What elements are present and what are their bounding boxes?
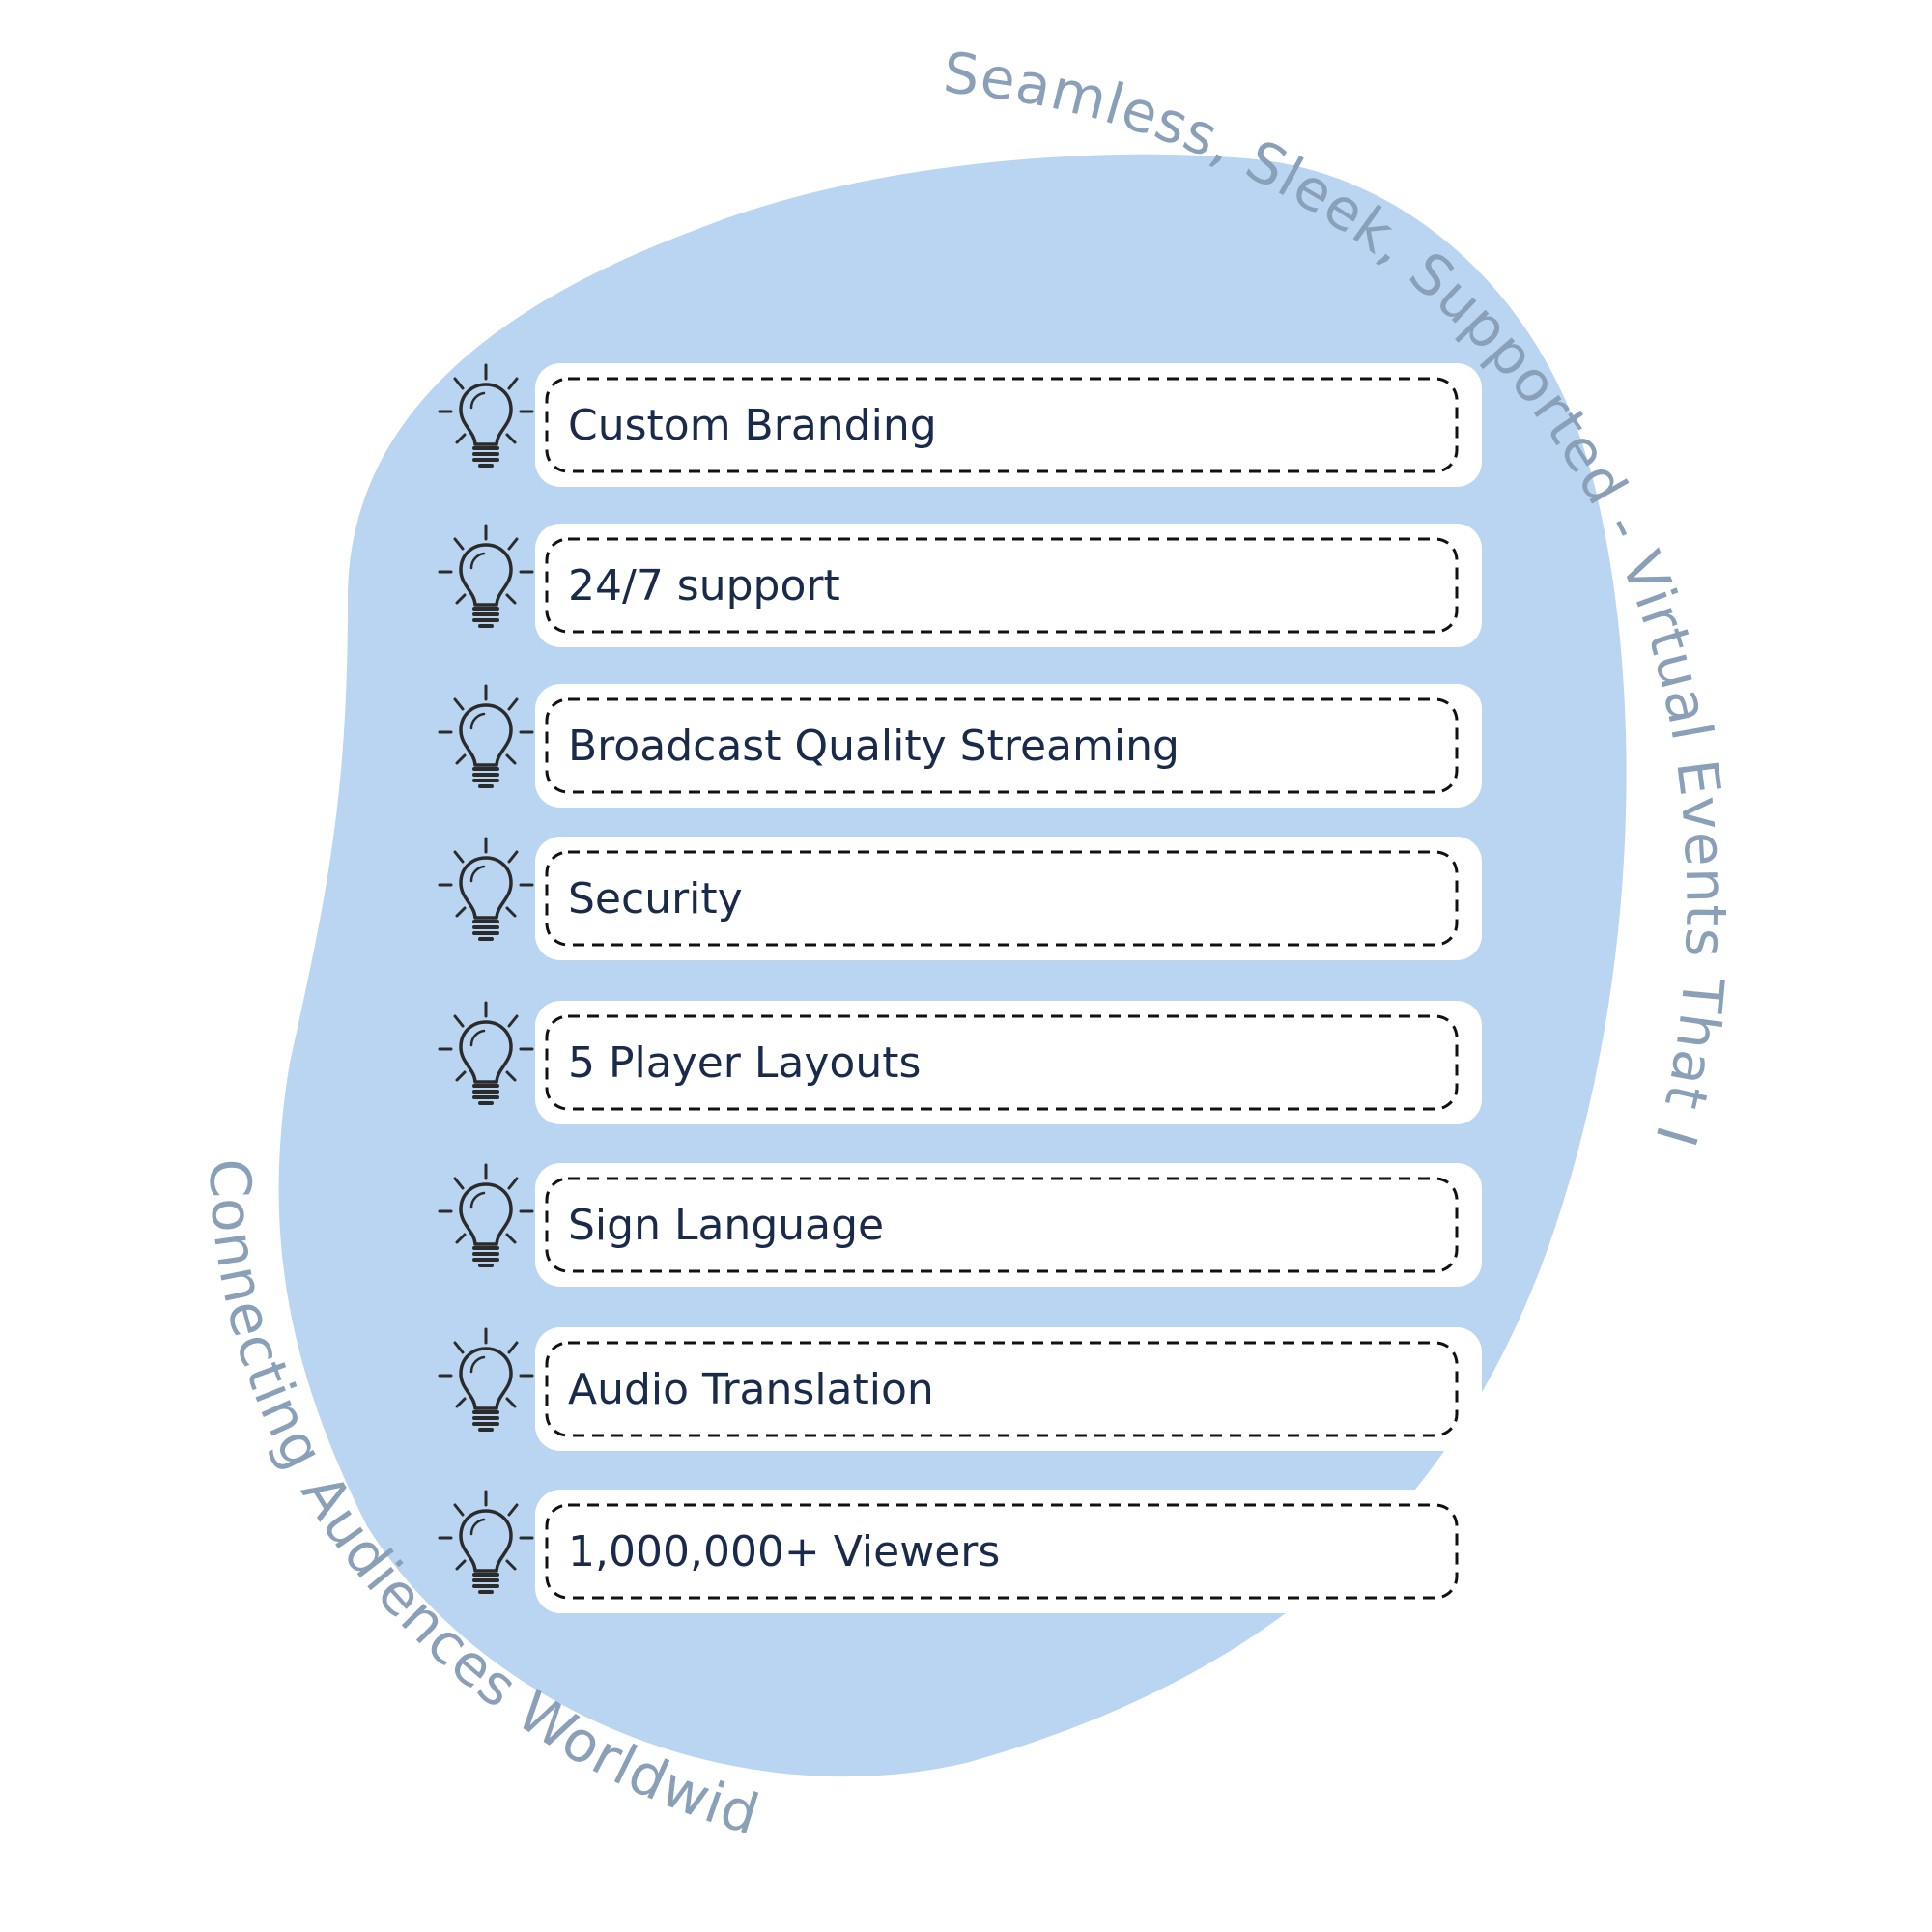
list-item: Broadcast Quality Streaming (438, 684, 1482, 808)
item-label: Broadcast Quality Streaming (568, 722, 1179, 771)
list-item: Audio Translation (438, 1327, 1482, 1451)
item-card (535, 1327, 1482, 1451)
item-label: Audio Translation (568, 1365, 934, 1414)
list-item: 5 Player Layouts (438, 1001, 1482, 1124)
item-label: 5 Player Layouts (568, 1038, 921, 1088)
lightbulb-icon (438, 1163, 534, 1267)
item-label: 1,000,000+ Viewers (568, 1527, 1000, 1577)
item-label: Security (568, 874, 743, 923)
item-dashed-border (545, 1341, 1459, 1437)
list-item: Sign Language (438, 1163, 1482, 1287)
item-card (535, 1163, 1482, 1287)
item-card (535, 837, 1482, 960)
lightbulb-icon (438, 1490, 534, 1594)
item-label: Custom Branding (568, 401, 937, 450)
item-label: Sign Language (568, 1201, 884, 1250)
item-card (535, 363, 1482, 487)
lightbulb-icon (438, 837, 534, 941)
lightbulb-icon (438, 1327, 534, 1432)
lightbulb-icon (438, 1001, 534, 1105)
item-card (535, 524, 1482, 647)
lightbulb-icon (438, 684, 534, 788)
list-item: 24/7 support (438, 524, 1482, 647)
item-card (535, 1001, 1482, 1124)
list-item: Custom Branding (438, 363, 1482, 487)
item-card (535, 684, 1482, 808)
item-label: 24/7 support (568, 561, 840, 611)
list-item: 1,000,000+ Viewers (438, 1490, 1482, 1613)
item-dashed-border (545, 850, 1459, 947)
item-card (535, 1490, 1482, 1613)
item-dashed-border (545, 537, 1459, 634)
item-dashed-border (545, 697, 1459, 794)
lightbulb-icon (438, 524, 534, 628)
lightbulb-icon (438, 363, 534, 468)
item-dashed-border (545, 1503, 1459, 1600)
item-dashed-border (545, 1014, 1459, 1111)
item-dashed-border (545, 1177, 1459, 1273)
item-dashed-border (545, 377, 1459, 473)
list-item: Security (438, 837, 1482, 960)
